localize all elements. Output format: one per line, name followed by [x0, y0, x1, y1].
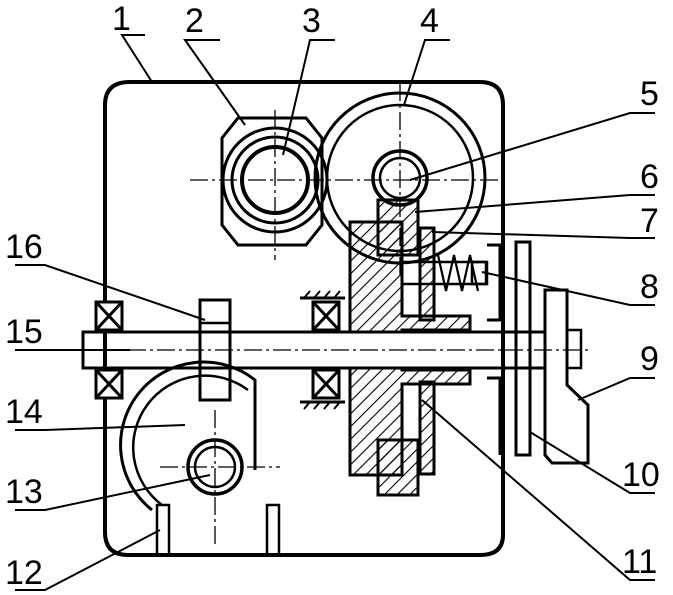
- label-14: 14: [5, 393, 43, 431]
- middle-bearing-bottom: [300, 368, 345, 410]
- friction-block-bottom: [376, 438, 420, 497]
- label-9: 9: [640, 340, 659, 378]
- lever-9-pin: [565, 328, 583, 370]
- part-labels: 1 2 3 4 5 6 7 8 9 10 11 12 13 14 15 16: [5, 0, 660, 592]
- octagon-bearing-block: [220, 116, 324, 247]
- middle-bearing-top: [300, 290, 345, 332]
- bottom-post-left: [155, 503, 171, 557]
- left-bearing-bottom: [94, 368, 124, 400]
- label-4: 4: [420, 2, 439, 40]
- bracket-bottom: [487, 376, 502, 455]
- label-15: 15: [5, 313, 43, 351]
- label-8: 8: [640, 268, 659, 306]
- housing-frame: [103, 80, 505, 557]
- label-5: 5: [640, 75, 659, 113]
- lever-9: [543, 288, 590, 465]
- label-2: 2: [185, 2, 204, 40]
- center-lines-lower: [160, 410, 280, 545]
- label-3: 3: [302, 2, 321, 40]
- disc-7-top: [418, 226, 436, 322]
- label-10: 10: [622, 456, 660, 494]
- label-7: 7: [640, 202, 659, 240]
- cam-16: [198, 298, 232, 402]
- disc-10: [514, 240, 532, 457]
- bracket-top: [487, 243, 502, 322]
- leader-lines: [15, 34, 655, 591]
- label-16: 16: [5, 228, 43, 266]
- wheel-14: [119, 360, 257, 512]
- label-13: 13: [5, 473, 43, 511]
- label-1: 1: [112, 0, 131, 38]
- label-6: 6: [640, 158, 659, 196]
- bottom-post-right: [265, 503, 281, 557]
- left-bearing-top: [94, 300, 124, 332]
- wheel-14-inner: [132, 374, 249, 506]
- disc-7-bottom: [418, 380, 436, 476]
- label-11: 11: [622, 543, 657, 581]
- label-12: 12: [5, 554, 43, 592]
- friction-block-top: [376, 198, 420, 257]
